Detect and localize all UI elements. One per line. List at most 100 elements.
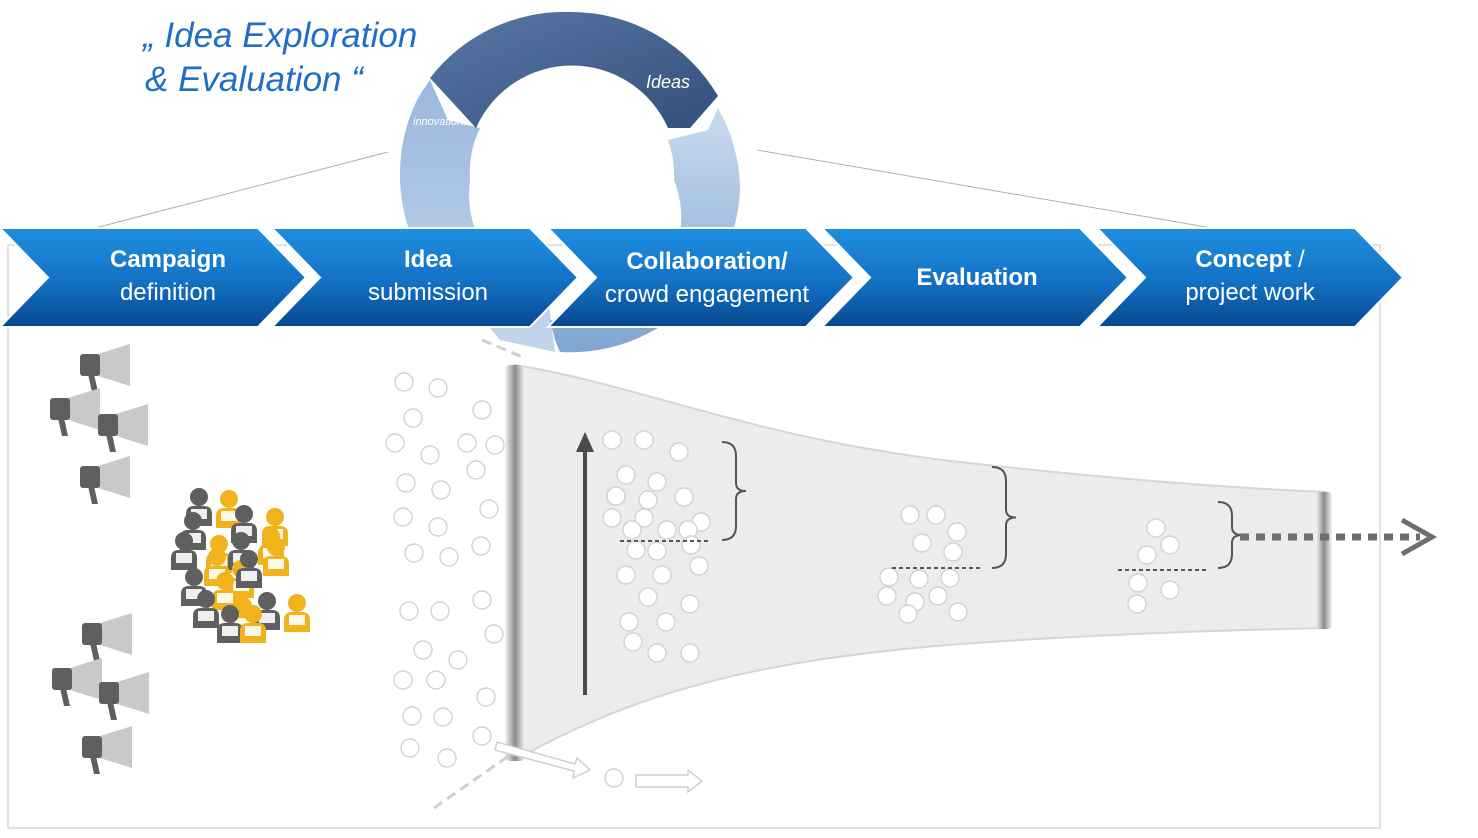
- collaboration-idea-circle: [647, 541, 667, 561]
- step-campaign-definition[interactable]: Campaign definition: [68, 243, 268, 309]
- submitted-idea-circle: [393, 507, 413, 527]
- megaphone-handle-body: [98, 414, 118, 436]
- step-title: Concept: [1195, 246, 1292, 273]
- megaphone-grip: [58, 418, 68, 436]
- megaphone-handle-body: [80, 354, 100, 376]
- person-laptop: [289, 615, 305, 625]
- megaphone-cone: [100, 726, 132, 768]
- entry-dashed-top: [481, 338, 526, 360]
- step-title-suffix: /: [1291, 246, 1305, 273]
- megaphone-grip: [60, 688, 70, 706]
- megaphone-handle-body: [99, 682, 119, 704]
- submitted-idea-circle: [403, 408, 423, 428]
- step-concept-project-work[interactable]: Concept / project work: [1150, 243, 1350, 309]
- person-gray-icon: [236, 550, 262, 588]
- concept-idea-circle: [1128, 573, 1148, 593]
- cycle-label-innovations: innovations: [413, 116, 469, 128]
- funnel-body: [514, 363, 1326, 762]
- evaluation-idea-circle: [948, 602, 968, 622]
- megaphone-grip: [90, 643, 100, 661]
- person-head: [216, 572, 234, 590]
- evaluation-idea-circle: [943, 542, 963, 562]
- person-laptop: [221, 511, 237, 521]
- collaboration-idea-circle: [638, 490, 658, 510]
- submitted-idea-circle: [399, 601, 419, 621]
- submitted-idea-circle: [431, 480, 451, 500]
- evaluation-idea-circle: [879, 567, 899, 587]
- evaluation-idea-circle: [909, 569, 929, 589]
- collaboration-idea-circle: [634, 430, 654, 450]
- person-head: [240, 550, 258, 568]
- collaboration-idea-circle: [647, 643, 667, 663]
- cycle-label-ideas: Ideas: [646, 72, 691, 92]
- collaboration-idea-circle: [680, 643, 700, 663]
- evaluation-idea-circle: [940, 568, 960, 588]
- dynamic-elements: [50, 338, 1438, 810]
- up-arrow-head-icon: [576, 432, 594, 452]
- megaphone-cone: [98, 456, 130, 498]
- submitted-idea-circle: [472, 590, 492, 610]
- megaphone-handle-body: [50, 398, 70, 420]
- megaphone-icon: [99, 672, 149, 720]
- chevron-step-3: [545, 227, 856, 328]
- person-laptop: [185, 533, 201, 543]
- person-laptop: [235, 618, 251, 628]
- submitted-idea-circle: [400, 738, 420, 758]
- megaphone-grip: [88, 486, 98, 504]
- person-laptop: [245, 626, 261, 636]
- evaluation-idea-circle: [947, 522, 967, 542]
- collaboration-idea-circle: [652, 565, 672, 585]
- submitted-idea-circle: [428, 517, 448, 537]
- collaboration-idea-circle: [656, 612, 676, 632]
- person-head: [185, 568, 203, 586]
- submitted-idea-circle: [433, 707, 453, 727]
- submitted-idea-circle: [439, 547, 459, 567]
- step-idea-submission[interactable]: Idea submission: [328, 243, 528, 309]
- megaphone-icon: [52, 658, 102, 706]
- submitted-idea-circle: [396, 473, 416, 493]
- funnel-exit: [1316, 492, 1332, 629]
- collaboration-idea-circle: [616, 465, 636, 485]
- submitted-idea-circle: [420, 445, 440, 465]
- megaphone-grip: [106, 434, 116, 452]
- rejected-arrow-2: [635, 768, 704, 794]
- person-head: [244, 605, 262, 623]
- collaboration-idea-circle: [626, 540, 646, 560]
- megaphone-icon: [50, 388, 100, 436]
- zoom-line-left: [94, 151, 389, 229]
- submitted-idea-circle: [448, 650, 468, 670]
- person-laptop: [217, 593, 233, 603]
- step-evaluation[interactable]: Evaluation: [877, 261, 1077, 294]
- person-head: [235, 505, 253, 523]
- person-laptop: [222, 626, 238, 636]
- submitted-idea-circle: [430, 601, 450, 621]
- megaphone-cone: [70, 658, 102, 700]
- collaboration-idea-circle: [674, 487, 694, 507]
- rejected-idea-circle: [604, 768, 624, 788]
- collaboration-idea-circle: [647, 472, 667, 492]
- concept-idea-circle: [1160, 580, 1180, 600]
- megaphone-handle-body: [82, 736, 102, 758]
- concept-idea-circle: [1137, 545, 1157, 565]
- step-title: Idea: [403, 246, 453, 273]
- person-head: [220, 490, 238, 508]
- zoom-line-right: [756, 149, 1213, 229]
- person-head: [267, 538, 285, 556]
- step-collaboration[interactable]: Collaboration/ crowd engagement: [587, 245, 827, 311]
- submitted-idea-circle: [394, 372, 414, 392]
- person-head: [190, 488, 208, 506]
- megaphone-cone: [100, 613, 132, 655]
- megaphone-grip: [90, 756, 100, 774]
- submitted-idea-circle: [472, 726, 492, 746]
- funnel: [505, 363, 1332, 762]
- person-yellow-icon: [212, 572, 238, 610]
- person-gray-icon: [193, 590, 219, 628]
- megaphone-handle-body: [82, 623, 102, 645]
- person-laptop: [176, 553, 192, 563]
- megaphone-icon: [82, 726, 132, 774]
- chevron-step-4: [819, 227, 1130, 328]
- chevron-step-5: [1094, 227, 1405, 328]
- evaluation-idea-circle: [912, 533, 932, 553]
- entry-dashed-bottom: [433, 746, 521, 810]
